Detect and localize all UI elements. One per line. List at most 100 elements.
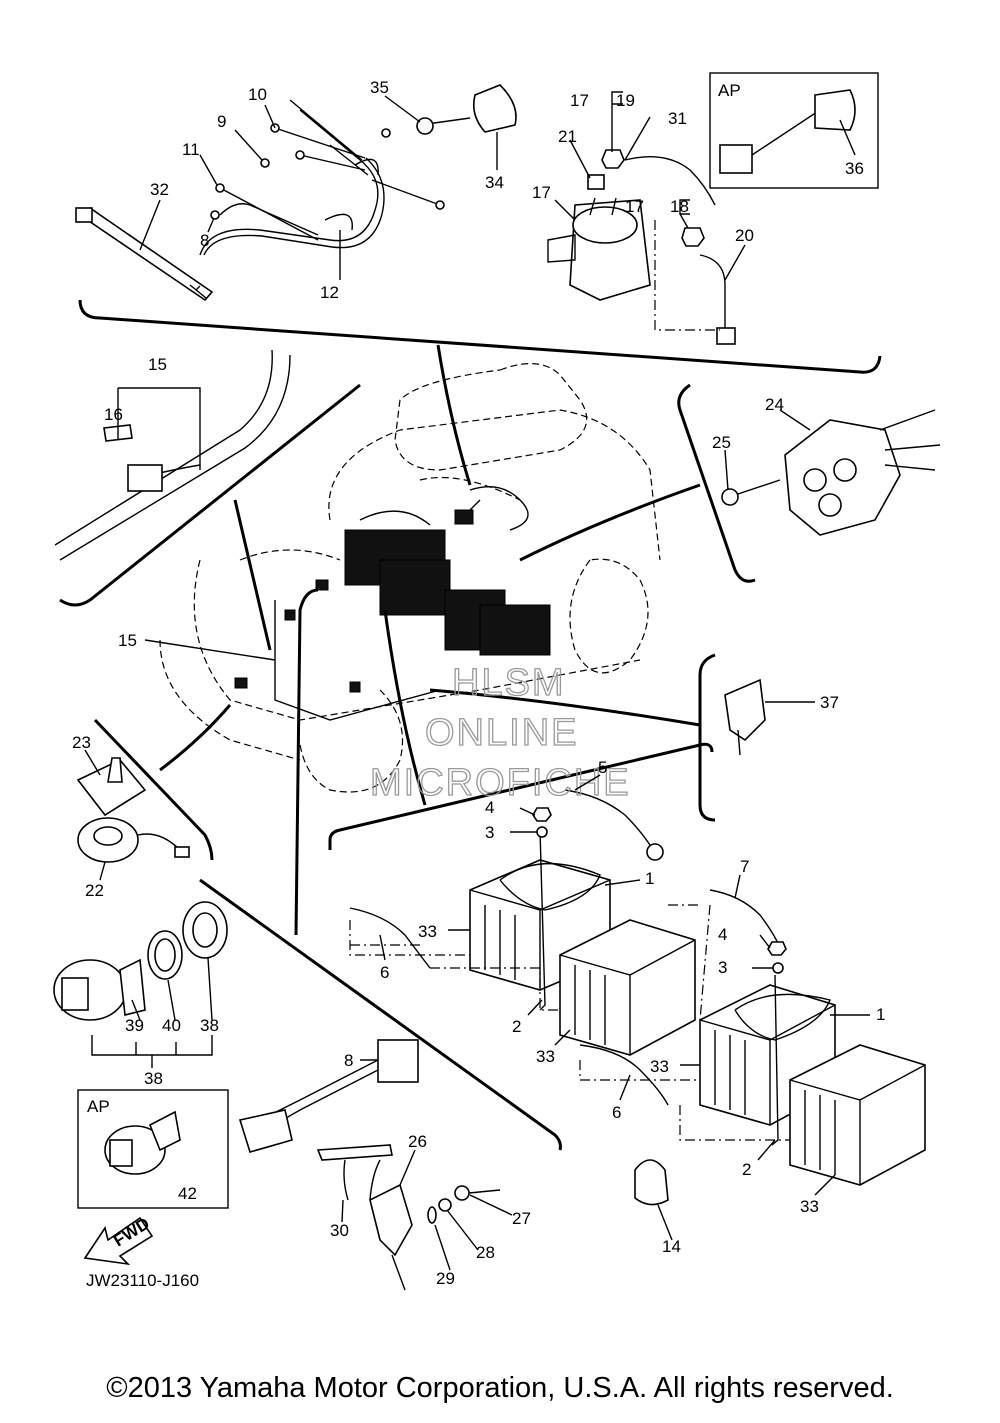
- callout-12: 11: [182, 140, 200, 159]
- callout-17-right: 17: [625, 197, 644, 216]
- callout-15-mid: 15: [118, 631, 137, 650]
- callout-20: 20: [735, 226, 754, 245]
- callout-28: 28: [476, 1243, 495, 1262]
- callout-33-a: 33: [418, 922, 437, 941]
- screw-21: [587, 174, 605, 190]
- key-switch-40: [53, 958, 146, 1021]
- callout-6-left: 6: [380, 963, 389, 982]
- switch-harness-8: [238, 1039, 419, 1153]
- copyright-notice: ©2013 Yamaha Motor Corporation, U.S.A. A…: [106, 1372, 894, 1404]
- battery-rod-2-b: [771, 974, 779, 1146]
- nut-19: [601, 149, 625, 169]
- nut-18: [681, 227, 705, 247]
- callout-27: 27: [512, 1209, 531, 1228]
- cable-tie-30: [316, 1144, 393, 1201]
- relay-17: [547, 197, 651, 301]
- watermark-line-3: MICROFICHE: [370, 762, 631, 804]
- callout-10: 9: [217, 112, 226, 131]
- cart-switch-mount: [315, 579, 329, 591]
- bolt-25: [721, 479, 781, 506]
- lead-wire-20-connector: [716, 327, 736, 345]
- clamp-14: [634, 1159, 669, 1206]
- bolt-35: [416, 117, 471, 135]
- callout-33-b: 33: [536, 1047, 555, 1066]
- left-section-bracket: [59, 383, 361, 607]
- switch-section-bracket: [199, 878, 562, 1151]
- callout-9: 8: [200, 231, 209, 250]
- key-switch-harness-36: [719, 89, 856, 174]
- parts-diagram: FWD HLSM ONLINE MICROFICHE: [53, 72, 941, 1291]
- callout-42: 42: [178, 1184, 197, 1203]
- battery-cable-5: [564, 789, 651, 846]
- ap-box-top: [709, 72, 879, 189]
- callout-35: 35: [370, 78, 389, 97]
- callout-1-right: 1: [876, 1005, 885, 1024]
- callout-8-label: 8: [344, 1051, 353, 1070]
- cover-39: [182, 901, 228, 959]
- harness-15-detail: [54, 349, 291, 561]
- lead-wire-31: [624, 155, 716, 206]
- callout-24: 24: [765, 395, 784, 414]
- screw-27: [454, 1185, 501, 1201]
- motor-plug-24: [784, 409, 941, 536]
- callout-30: 30: [330, 1221, 349, 1240]
- callout-29: 29: [436, 1269, 455, 1288]
- diagram-code: JW23110-J160: [86, 1271, 199, 1290]
- callout-32: 32: [150, 180, 169, 199]
- golf-cart-outline: [159, 362, 661, 793]
- callout-37: 37: [820, 693, 839, 712]
- callout-34: 34: [485, 173, 504, 192]
- washer-28: [438, 1198, 452, 1212]
- washer-3-b: [772, 962, 784, 974]
- callout-4-right: 4: [718, 925, 727, 944]
- wire-harness-13: [199, 99, 445, 256]
- washer-29: [427, 1206, 437, 1224]
- callout-5: 5: [598, 758, 607, 777]
- horn-section-bracket: [93, 718, 214, 861]
- battery-holder-1-a: [499, 862, 601, 911]
- callout-18: 18: [670, 197, 689, 216]
- callout-1-top: 1: [645, 869, 654, 888]
- cart-relay: [454, 509, 474, 525]
- horn-22: [77, 817, 190, 863]
- lead-wire-20: [699, 254, 726, 330]
- callout-21: 21: [558, 127, 577, 146]
- battery-assembly-lines: [349, 904, 790, 1141]
- battery-cable-6-b: [579, 1044, 669, 1106]
- battery-holder-1-b: [734, 993, 831, 1041]
- relay-assembly-line: [654, 220, 720, 331]
- callout-40: 39: [125, 1016, 144, 1035]
- ap-label-bottom: AP: [87, 1097, 110, 1116]
- callout-13: 12: [320, 283, 339, 302]
- callout-11: 10: [248, 85, 267, 104]
- cart-connector-1: [284, 609, 296, 621]
- cart-horn-mount: [234, 677, 248, 689]
- cart-connector-2: [349, 681, 361, 693]
- bracket-38: [91, 1035, 213, 1068]
- callout-3-right: 3: [718, 958, 727, 977]
- callout-39: 38: [200, 1016, 219, 1035]
- callout-25: 25: [712, 433, 731, 452]
- plate-23: [76, 757, 147, 817]
- battery-rod-2-a: [539, 829, 546, 1011]
- callout-16: 16: [104, 405, 123, 424]
- battery-section-bracket: [328, 742, 714, 850]
- callout-36: 36: [845, 159, 864, 178]
- locator-arrows: [159, 344, 701, 936]
- callout-2-right: 2: [742, 1160, 751, 1179]
- callout-3-left: 3: [485, 823, 494, 842]
- switch-26: [369, 1159, 413, 1291]
- callout-17-mid: 17: [532, 183, 551, 202]
- callout-26: 26: [408, 1132, 427, 1151]
- battery-33-d: [789, 1044, 926, 1186]
- cable-tie-32: [75, 207, 214, 302]
- fwd-arrow-icon: FWD: [83, 1214, 154, 1266]
- callout-33-d: 33: [800, 1197, 819, 1216]
- callout-31: 31: [668, 109, 687, 128]
- top-section-bracket: [78, 299, 882, 374]
- leader-lines: [84, 91, 870, 1271]
- callout-38-label: 38: [144, 1069, 163, 1088]
- clip-37: [724, 678, 766, 756]
- callout-7: 7: [740, 857, 749, 876]
- callout-23: 23: [72, 733, 91, 752]
